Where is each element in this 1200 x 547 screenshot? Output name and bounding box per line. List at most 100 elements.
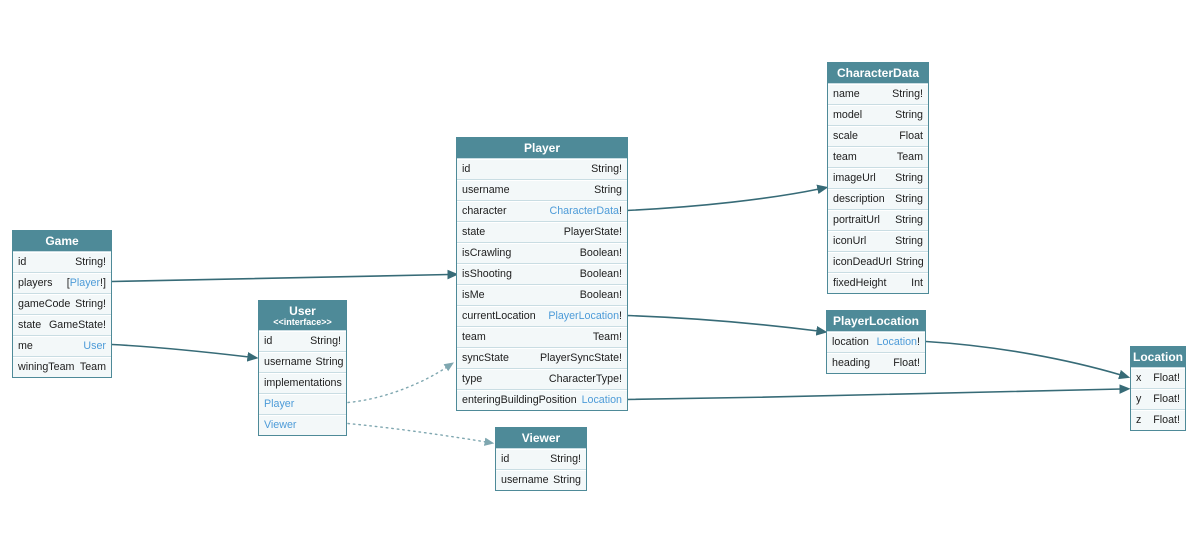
field-row[interactable]: syncState PlayerSyncState! [457,347,627,368]
field-row[interactable]: state GameState! [13,314,111,335]
field-type: GameState! [48,318,106,331]
field-row[interactable]: id String! [457,158,627,179]
field-row[interactable]: enteringBuildingPosition Location [457,389,627,410]
field-row[interactable]: players [Player!] [13,272,111,293]
field-name: state [462,225,486,238]
type-link[interactable]: Location [876,335,918,348]
edge-player-character-to-characterdata [625,184,829,212]
field-type: String! [892,87,923,100]
type-link[interactable]: Location [581,393,622,406]
field-name: y [1136,392,1142,405]
type-node-location-header[interactable]: Location [1131,347,1185,367]
field-row[interactable]: iconDeadUrl String [828,251,928,272]
field-row[interactable]: imageUrl String [828,167,928,188]
field-row[interactable]: character CharacterData! [457,200,627,221]
implementation-row[interactable]: Player [259,393,346,414]
field-type: CharacterData! [549,204,623,217]
field-name: type [462,372,483,385]
edge-playerlocation-location-to-location [925,340,1131,380]
field-row[interactable]: currentLocation PlayerLocation! [457,305,627,326]
field-row[interactable]: isMe Boolean! [457,284,627,305]
field-type: Boolean! [579,288,622,301]
field-name: heading [832,356,871,369]
field-row[interactable]: portraitUrl String [828,209,928,230]
field-row[interactable]: winingTeam Team [13,356,111,377]
field-row[interactable]: scale Float [828,125,928,146]
field-type: String [895,192,923,205]
field-row[interactable]: z Float! [1131,409,1185,430]
field-name: username [264,355,312,368]
field-name: z [1136,413,1142,426]
field-row[interactable]: state PlayerState! [457,221,627,242]
field-row[interactable]: isCrawling Boolean! [457,242,627,263]
field-name: players [18,276,53,289]
type-node-player-header[interactable]: Player [457,138,627,158]
field-row[interactable]: model String [828,104,928,125]
type-title: CharacterData [836,66,920,80]
field-row[interactable]: username String [457,179,627,200]
field-row[interactable]: username String [496,469,586,490]
field-type: String! [310,334,341,347]
field-row[interactable]: username String [259,351,346,372]
field-row[interactable]: y Float! [1131,388,1185,409]
field-row[interactable]: isShooting Boolean! [457,263,627,284]
field-name: team [462,330,486,343]
field-row[interactable]: gameCode String! [13,293,111,314]
field-name: scale [833,129,858,142]
type-link[interactable]: User [83,339,106,352]
type-node-playerlocation-header[interactable]: PlayerLocation [827,311,925,331]
field-row[interactable]: fixedHeight Int [828,272,928,293]
field-name: location [832,335,869,348]
field-type: Float! [1153,392,1180,405]
type-node-user-header[interactable]: User <<interface>> [259,301,346,330]
type-node-characterdata-header[interactable]: CharacterData [828,63,928,83]
field-row[interactable]: id String! [496,448,586,469]
field-name: fixedHeight [833,276,887,289]
field-name: winingTeam [18,360,75,373]
field-type: String [594,183,622,196]
implementation-row[interactable]: Viewer [259,414,346,435]
field-row[interactable]: name String! [828,83,928,104]
field-type: String! [550,452,581,465]
type-node-user[interactable]: User <<interface>> id String! username S… [258,300,347,436]
field-row[interactable]: type CharacterType! [457,368,627,389]
implementation-link[interactable]: Viewer [264,418,297,431]
field-type: Float! [1153,413,1180,426]
field-name: currentLocation [462,309,536,322]
field-row[interactable]: description String [828,188,928,209]
field-row[interactable]: heading Float! [827,352,925,373]
field-type: String! [75,255,106,268]
type-link[interactable]: Player [69,276,101,289]
type-node-location[interactable]: Location x Float! y Float! z Float! [1130,346,1186,431]
field-row[interactable]: team Team [828,146,928,167]
type-node-viewer-header[interactable]: Viewer [496,428,586,448]
type-node-playerlocation[interactable]: PlayerLocation location Location! headin… [826,310,926,374]
type-node-game-header[interactable]: Game [13,231,111,251]
field-row[interactable]: id String! [259,330,346,351]
implementation-link[interactable]: Player [264,397,295,410]
type-node-viewer[interactable]: Viewer id String! username String [495,427,587,491]
field-name: name [833,87,860,100]
field-name: character [462,204,507,217]
type-title: Game [45,234,79,248]
field-row[interactable]: id String! [13,251,111,272]
field-row[interactable]: me User [13,335,111,356]
field-name: enteringBuildingPosition [462,393,577,406]
field-type: Location! [876,335,920,348]
type-node-game[interactable]: Game id String! players [Player!] gameCo… [12,230,112,378]
type-node-characterdata[interactable]: CharacterData name String! model String … [827,62,929,294]
type-link[interactable]: CharacterData [549,204,620,217]
field-row[interactable]: x Float! [1131,367,1185,388]
type-subtitle: <<interface>> [273,317,332,327]
type-node-player[interactable]: Player id String! username String charac… [456,137,628,411]
field-row[interactable]: iconUrl String [828,230,928,251]
field-name: syncState [462,351,509,364]
field-name: id [264,334,273,347]
edge-player-currentlocation-to-playerlocation [625,314,828,336]
type-link[interactable]: PlayerLocation [548,309,620,322]
field-type: String [315,355,344,368]
field-name: portraitUrl [833,213,880,226]
field-row[interactable]: team Team! [457,326,627,347]
field-row[interactable]: location Location! [827,331,925,352]
